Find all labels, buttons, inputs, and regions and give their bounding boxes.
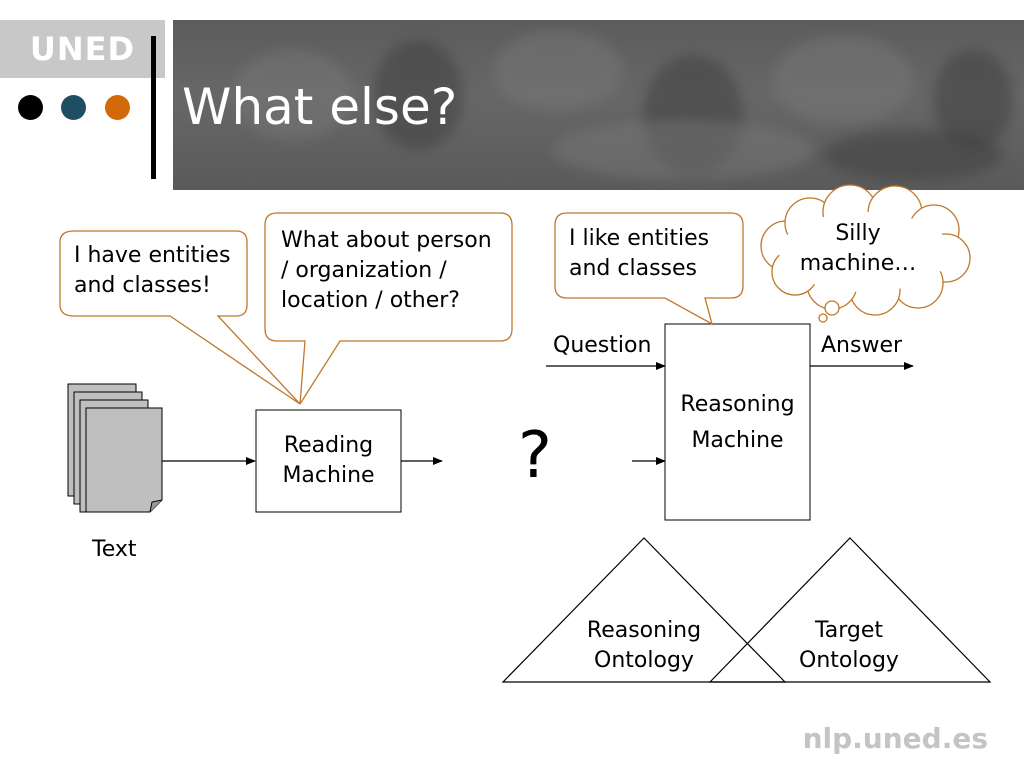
thought-line-2: machine… (799, 251, 917, 276)
bubble-entities-line-1: I have entities (74, 243, 231, 268)
text-document-stack-icon (67, 383, 163, 513)
thought-dot-large (824, 300, 840, 316)
reading-machine-box (255, 409, 402, 513)
orange-dot-icon (105, 95, 130, 120)
blue-dot-icon (61, 95, 86, 120)
text-label: Text (92, 537, 137, 562)
bubble-question-line-1: What about person (281, 228, 492, 253)
bubble-likes-line-1: I like entities (569, 226, 710, 251)
bubble-entities-line-2: and classes! (74, 273, 211, 298)
reading-machine-line-1: Reading (283, 433, 374, 458)
bubble-question-line-3: location / other? (281, 288, 460, 313)
target-ontology-line-2: Ontology (799, 648, 899, 673)
answer-label: Answer (821, 333, 903, 358)
reasoning-ontology-line-1: Reasoning (586, 618, 702, 643)
bubble-likes-line-2: and classes (569, 256, 697, 281)
question-label: Question (553, 333, 652, 358)
reasoning-ontology-triangle (501, 537, 787, 683)
reading-machine-line-2: Machine (282, 463, 375, 488)
thought-line-1: Silly (835, 221, 881, 246)
speech-bubble-question (264, 212, 513, 405)
site-footer: nlp.uned.es (802, 722, 988, 755)
uned-logo: UNED (0, 20, 165, 78)
target-ontology-line-1: Target (814, 618, 884, 643)
black-dot-icon (18, 95, 43, 120)
reasoning-ontology-line-2: Ontology (594, 648, 694, 673)
header-divider (151, 36, 156, 179)
reasoning-machine-box (664, 323, 811, 521)
reasoning-machine-line-2: Machine (691, 428, 784, 453)
speech-bubble-entities (59, 230, 301, 405)
bubble-question-line-2: / organization / (281, 258, 447, 283)
reasoning-machine-line-1: Reasoning (680, 392, 795, 417)
question-mark: ? (518, 419, 552, 493)
page-title: What else? (182, 78, 458, 136)
target-ontology-triangle (708, 537, 992, 683)
speech-bubble-likes (554, 212, 744, 326)
header-photo-banner (173, 20, 1024, 190)
thought-dot-small (818, 313, 828, 323)
